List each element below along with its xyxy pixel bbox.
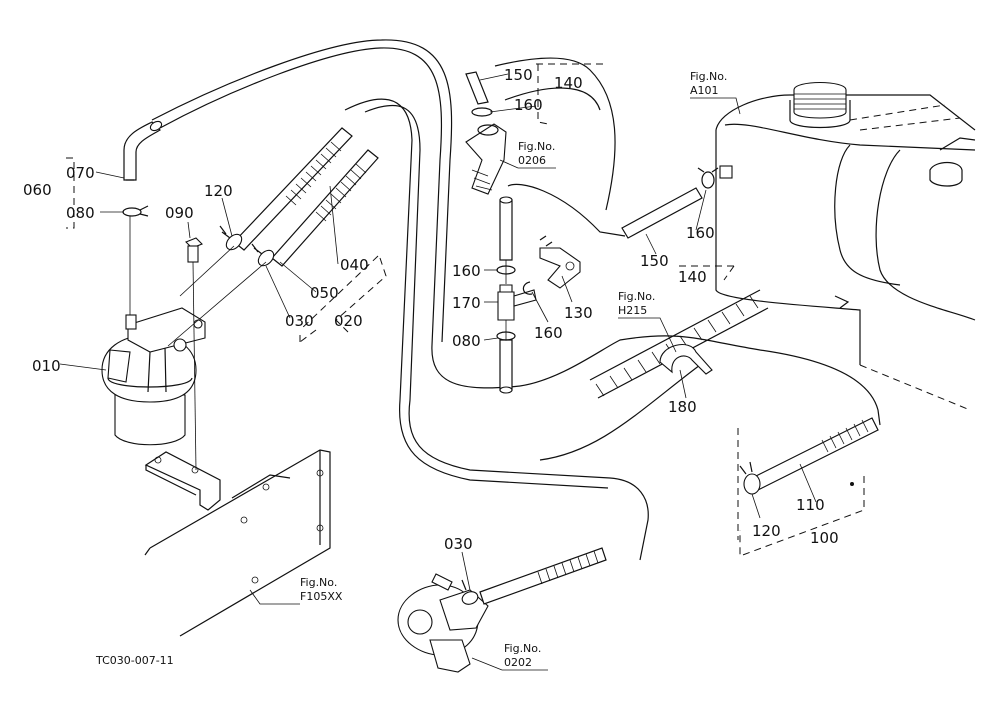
- tank-hose-150: [621, 165, 733, 239]
- harness-tube-h215: [589, 289, 769, 399]
- fuel-tank-a101: [715, 82, 976, 411]
- figref-0202-code: 0202: [504, 656, 532, 669]
- part-number-labels: 010 020 030 030 040 050 060 070 080 080 …: [23, 66, 839, 553]
- label-100: 100: [810, 529, 839, 547]
- hose-assembly-100: [739, 417, 879, 495]
- drawing-code: TC030-007-11: [95, 654, 174, 667]
- group-brackets: [66, 63, 865, 557]
- label-160-upper: 160: [514, 96, 543, 114]
- figref-a101-code: A101: [690, 84, 719, 97]
- label-140-right: 140: [678, 268, 707, 286]
- label-130: 130: [564, 304, 593, 322]
- label-110: 110: [796, 496, 825, 514]
- figref-h215-code: H215: [618, 304, 647, 317]
- label-140-upper: 140: [554, 74, 583, 92]
- tee-joint-170: [496, 196, 537, 394]
- label-150-upper: 150: [504, 66, 533, 84]
- label-020: 020: [334, 312, 363, 330]
- label-120-upper: 120: [204, 182, 233, 200]
- label-070: 070: [66, 164, 95, 182]
- figref-f105xx-heading: Fig.No.: [300, 576, 337, 589]
- figref-0206-heading: Fig.No.: [518, 140, 555, 153]
- label-090: 090: [165, 204, 194, 222]
- label-170: 170: [452, 294, 481, 312]
- label-040: 040: [340, 256, 369, 274]
- label-180: 180: [668, 398, 697, 416]
- figref-a101-heading: Fig.No.: [690, 70, 727, 83]
- bracket-130: [539, 235, 581, 289]
- figref-0202-heading: Fig.No.: [504, 642, 541, 655]
- label-030-upper: 030: [285, 312, 314, 330]
- fuel-hose-routing: [151, 39, 881, 561]
- connector-0206: [465, 71, 507, 195]
- figref-h215-heading: Fig.No.: [618, 290, 655, 303]
- label-160-center: 160: [452, 262, 481, 280]
- leader-lines: [59, 73, 817, 671]
- figref-0206-code: 0206: [518, 154, 546, 167]
- label-010: 010: [32, 357, 61, 375]
- figref-f105xx-code: F105XX: [300, 590, 343, 603]
- hose-assembly-040-050: [167, 127, 379, 347]
- fuel-filter-010: [101, 307, 206, 446]
- bolt-090: [185, 237, 203, 471]
- label-160-lower: 160: [534, 324, 563, 342]
- label-150-right: 150: [640, 252, 669, 270]
- label-120-right: 120: [752, 522, 781, 540]
- label-060: 060: [23, 181, 52, 199]
- label-030-lower: 030: [444, 535, 473, 553]
- label-160-right: 160: [686, 224, 715, 242]
- fuel-pump-0202: [397, 547, 607, 673]
- label-050: 050: [310, 284, 339, 302]
- figure-references: Fig.No. A101 Fig.No. 0206 Fig.No. H215 F…: [300, 70, 727, 669]
- frame-bracket: [144, 449, 331, 637]
- label-080-center: 080: [452, 332, 481, 350]
- hose-070: [122, 120, 163, 322]
- label-080-left: 080: [66, 204, 95, 222]
